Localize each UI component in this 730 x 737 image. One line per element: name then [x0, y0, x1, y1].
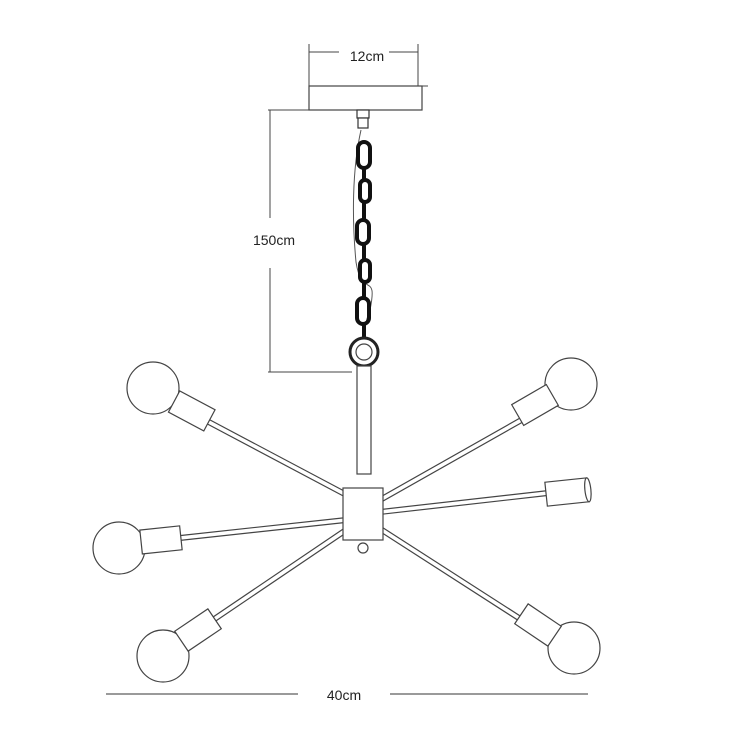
chain-hook-collar	[357, 117, 369, 129]
bulb-globe	[547, 621, 601, 675]
bulb-socket	[544, 477, 590, 507]
chain-link	[358, 178, 372, 204]
center-stem	[356, 365, 372, 475]
chain-link	[358, 258, 372, 284]
chain-link	[355, 296, 371, 326]
overall-width-label: 40cm	[327, 687, 361, 703]
bulb-upper-right	[510, 357, 598, 427]
bulb-lower-left	[136, 608, 223, 683]
overall-width-dimension: 40cm	[106, 687, 588, 703]
chain-link	[356, 140, 372, 170]
arms	[179, 415, 549, 625]
drop-height-label: 150cm	[253, 232, 295, 248]
bulb-socket	[173, 608, 223, 652]
bulb-socket	[513, 603, 563, 647]
ceiling-canopy	[308, 85, 423, 111]
drop-height-dimension: 150cm	[253, 109, 352, 373]
chain-hook	[356, 109, 370, 119]
bulb-socket	[510, 383, 560, 427]
canopy-width-dimension: 12cm	[308, 44, 419, 86]
bulb-globe	[92, 521, 146, 575]
bulb-upper-left	[126, 361, 216, 432]
hanging-chain	[352, 109, 373, 341]
bulb-globe	[136, 629, 190, 683]
hub-finial	[357, 542, 369, 554]
bulb-socket	[167, 390, 216, 432]
arm-upper-right-inner	[379, 416, 526, 502]
socket-mid-right	[544, 477, 592, 507]
arm-lower-right-inner	[381, 528, 523, 622]
arm-mid-left-inner	[179, 518, 347, 540]
arm-upper-left-inner	[204, 418, 357, 502]
canopy-width-label-bg	[339, 44, 389, 62]
canopy-width-label: 12cm	[350, 48, 384, 64]
chain-link	[355, 218, 371, 246]
arm-lower-left-inner	[208, 528, 348, 624]
bulb-globe	[544, 357, 598, 411]
bulb-lower-right	[513, 603, 601, 675]
bulb-globe	[126, 361, 180, 415]
bulb-mid-left	[92, 521, 183, 575]
socket-end	[584, 477, 592, 503]
central-hub	[342, 487, 384, 541]
arm-mid-right-inner	[379, 491, 549, 514]
hanging-loop-ring-inner	[355, 343, 373, 361]
bulb-socket	[139, 525, 183, 555]
